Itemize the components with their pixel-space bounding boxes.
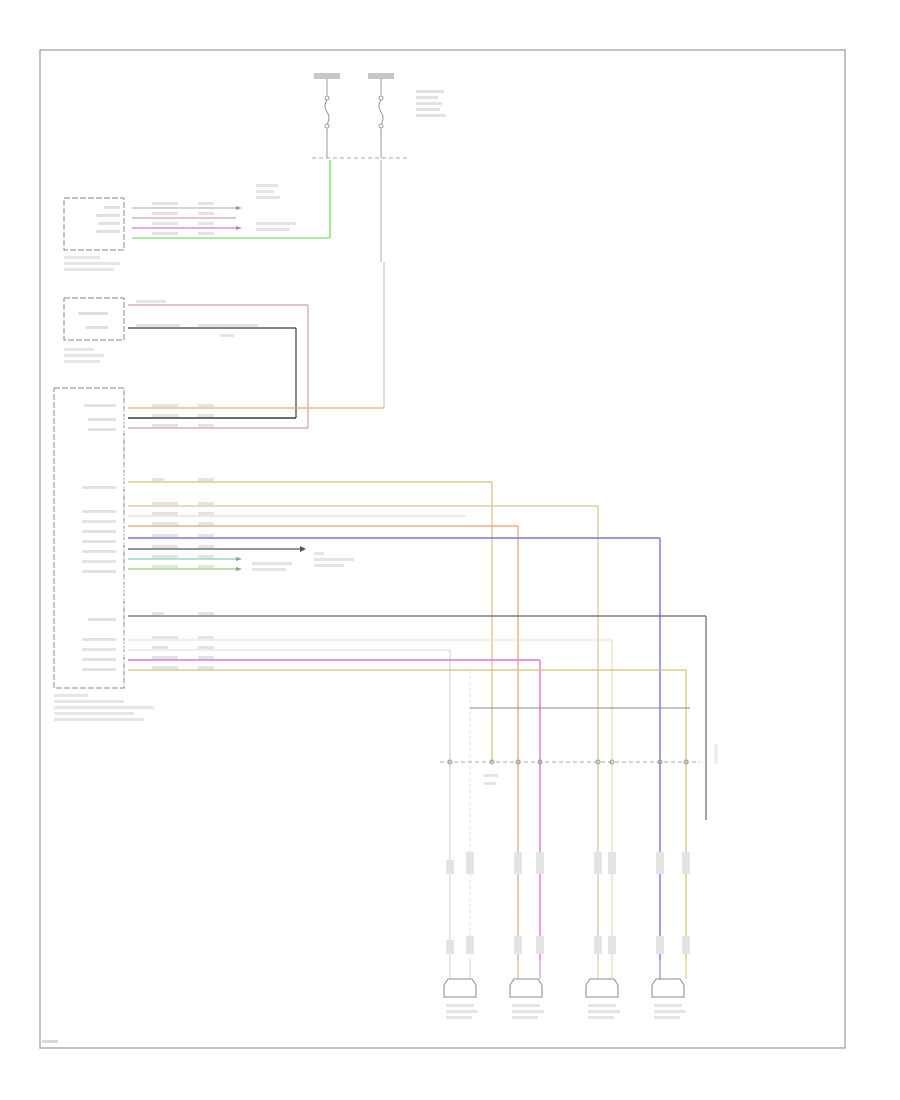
sheet-id-mark — [42, 1040, 58, 1043]
fuse-block — [312, 73, 446, 159]
speaker-right-rear — [651, 960, 687, 1019]
speaker-left-front — [443, 960, 478, 1019]
speaker-left-rear — [585, 960, 620, 1019]
fuse-2 — [368, 73, 394, 158]
front-control-module — [63, 197, 125, 271]
diagram-frame — [39, 49, 846, 1049]
fuse-1 — [314, 73, 340, 158]
wire-labels — [136, 202, 258, 669]
connector-band — [440, 707, 718, 785]
fcm-wires — [132, 160, 382, 262]
audio-wires — [128, 262, 707, 960]
speaker-wire-labels — [446, 852, 690, 954]
speaker-right-front — [509, 960, 544, 1019]
audio-front-control-unit — [53, 387, 154, 721]
